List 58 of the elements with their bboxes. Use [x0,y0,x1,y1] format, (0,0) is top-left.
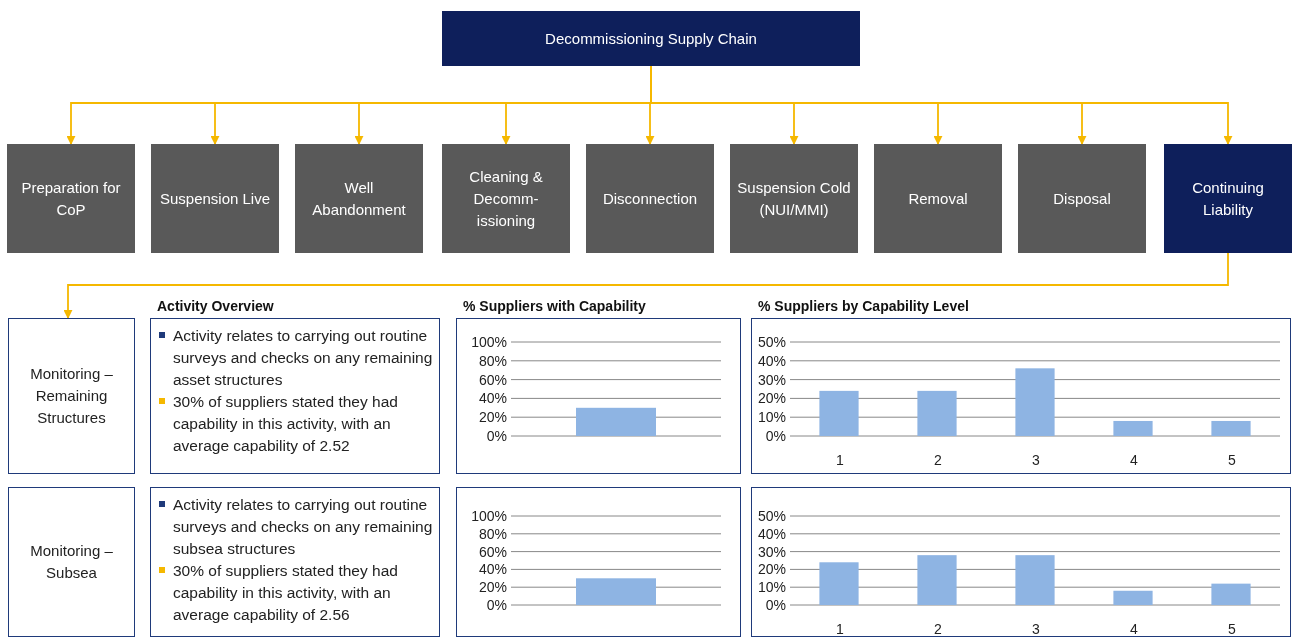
process-box: Well Abandonment [295,144,423,253]
chart-panel [456,318,741,474]
bullet-text: 30% of suppliers stated they had capability in this activity, with an average capability of 2.56 [173,561,399,625]
axis-tick-label: 0% [764,597,786,613]
axis-tick-label: 20% [756,390,786,407]
chart-title: % Suppliers with Capability [463,298,646,314]
axis-category-label: 4 [1129,452,1139,468]
axis-tick-label: 10% [756,579,786,596]
axis-tick-label: 80% [477,352,507,369]
process-box: Cleaning & Decomm-issioning [442,144,570,253]
axis-category-label: 1 [835,452,845,468]
axis-tick-label: 60% [477,543,507,560]
axis-tick-label: 50% [756,334,786,350]
axis-tick-label: 40% [756,525,786,542]
axis-category-label: 3 [1031,452,1041,468]
axis-tick-label: 20% [756,561,786,578]
axis-tick-label: 100% [470,334,507,350]
axis-tick-label: 10% [756,409,786,426]
process-box: Disposal [1018,144,1146,253]
axis-tick-label: 20% [477,579,507,596]
process-box: Preparation for CoP [7,144,135,253]
process-box: Disconnection [586,144,714,253]
process-box: Decommissioning Supply Chain [442,11,860,66]
axis-tick-label: 40% [477,390,507,407]
bullet-text: 30% of suppliers stated they had capability in this activity, with an average capability of 2.52 [173,392,399,456]
axis-category-label: 2 [933,452,943,468]
axis-tick-label: 0% [764,428,786,444]
bullet-text: Activity relates to carrying out routine surveys and checks on any remaining asset structures [173,326,434,390]
axis-tick-label: 30% [756,543,786,560]
arrow [63,252,1229,319]
process-box: Continuing Liability [1164,144,1292,253]
axis-category-label: 2 [933,621,943,637]
process-box: Suspension Live [151,144,279,253]
axis-category-label: 4 [1129,621,1139,637]
axis-tick-label: 0% [485,428,507,444]
axis-tick-label: 80% [477,525,507,542]
axis-category-label: 5 [1227,621,1237,637]
axis-category-label: 3 [1031,621,1041,637]
axis-tick-label: 100% [470,508,507,524]
axis-tick-label: 30% [756,371,786,388]
label-box: Monitoring – Subsea [8,487,135,637]
axis-category-label: 5 [1227,452,1237,468]
chart-panel [751,318,1291,474]
chart-panel [456,487,741,637]
bullet-text: Activity relates to carrying out routine surveys and checks on any remaining subsea structures [173,495,434,559]
chart-panel [751,487,1291,637]
chart-title: % Suppliers by Capability Level [758,298,969,314]
axis-tick-label: 60% [477,371,507,388]
axis-tick-label: 50% [756,508,786,524]
axis-tick-label: 0% [485,597,507,613]
axis-tick-label: 20% [477,409,507,426]
axis-category-label: 1 [835,621,845,637]
axis-tick-label: 40% [756,352,786,369]
axis-tick-label: 40% [477,561,507,578]
label-box: Monitoring – Remaining Structures [8,318,135,474]
process-box: Removal [874,144,1002,253]
process-box: Suspension Cold (NUI/MMI) [730,144,858,253]
section-heading: Activity Overview [157,298,274,314]
